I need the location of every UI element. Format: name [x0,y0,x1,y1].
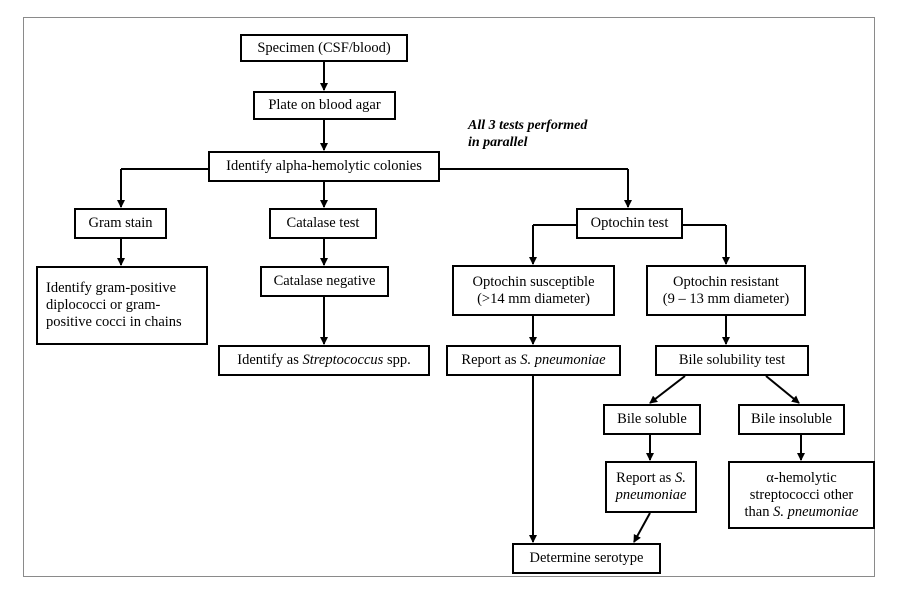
report-pneumoniae-2-box: Report as S. pneumoniae [605,461,697,513]
catalase-test-box: Catalase test [269,208,377,239]
serotype-label: Determine serotype [529,550,644,566]
susceptible-line2: (>14 mm diameter) [477,290,590,307]
bile-soluble-box: Bile soluble [603,404,701,435]
catalase-test-label: Catalase test [286,215,360,231]
report2-prefix: Report as [616,470,675,486]
optochin-test-box: Optochin test [576,208,683,239]
gram-stain-box: Gram stain [74,208,167,239]
report-pneumoniae-box: Report as S. pneumoniae [446,345,621,376]
gram-stain-label: Gram stain [88,215,153,231]
catalase-negative-box: Catalase negative [260,266,389,297]
alpha-other-box: α-hemolytic streptococci other than S. p… [728,461,875,529]
identify-alpha-box: Identify alpha-hemolytic colonies [208,151,440,182]
identify-strep-prefix: Identify as [237,352,303,368]
arrow-bile-test-to-soluble [649,375,686,404]
identify-alpha-label: Identify alpha-hemolytic colonies [226,158,422,174]
optochin-test-label: Optochin test [590,215,669,231]
report1-prefix: Report as [461,352,521,368]
catalase-negative-label: Catalase negative [273,273,376,289]
resistant-line2: (9 – 13 mm diameter) [662,290,790,307]
susceptible-line1: Optochin susceptible [472,273,595,290]
gram-result-box: Identify gram-positive diplococci or gra… [36,266,208,345]
arrow-report2-to-serotype [633,512,651,543]
gram-result-line2: diplococci or gram- [46,297,161,313]
serotype-box: Determine serotype [512,543,661,574]
plate-box: Plate on blood agar [253,91,396,120]
alpha-other-line1: α-hemolytic [766,469,837,486]
parallel-note: All 3 tests performed in parallel [468,117,587,151]
alpha-other-line3: than [744,503,774,520]
bile-insoluble-label: Bile insoluble [751,411,832,427]
identify-strep-genus: Streptococcus [302,352,384,368]
identify-streptococcus-box: Identify as Streptococcus spp. [218,345,430,376]
gram-result-line3: positive cocci in chains [46,314,182,330]
alpha-other-species: S. pneumoniae [773,503,859,520]
plate-label: Plate on blood agar [268,97,381,113]
report2-species: pneumoniae [615,487,687,503]
bile-solubility-box: Bile solubility test [655,345,809,376]
specimen-label: Specimen (CSF/blood) [257,39,391,56]
identify-strep-suffix: spp. [383,352,411,368]
report1-species: S. pneumoniae [520,352,606,368]
bile-solubility-label: Bile solubility test [678,352,786,368]
bile-insoluble-box: Bile insoluble [738,404,845,435]
report2-genus: S. [674,470,686,486]
parallel-note-line1: All 3 tests performed [468,118,588,133]
specimen-box: Specimen (CSF/blood) [240,34,408,62]
arrow-bile-test-to-insoluble [765,375,800,404]
parallel-note-line2: in parallel [468,135,528,150]
resistant-line1: Optochin resistant [673,273,779,290]
alpha-other-line2: streptococci other [749,486,854,503]
gram-result-line1: Identify gram-positive [46,280,177,296]
optochin-susceptible-box: Optochin susceptible (>14 mm diameter) [452,265,615,316]
diagram-frame [23,17,875,577]
bile-soluble-label: Bile soluble [617,411,687,427]
optochin-resistant-box: Optochin resistant (9 – 13 mm diameter) [646,265,806,316]
